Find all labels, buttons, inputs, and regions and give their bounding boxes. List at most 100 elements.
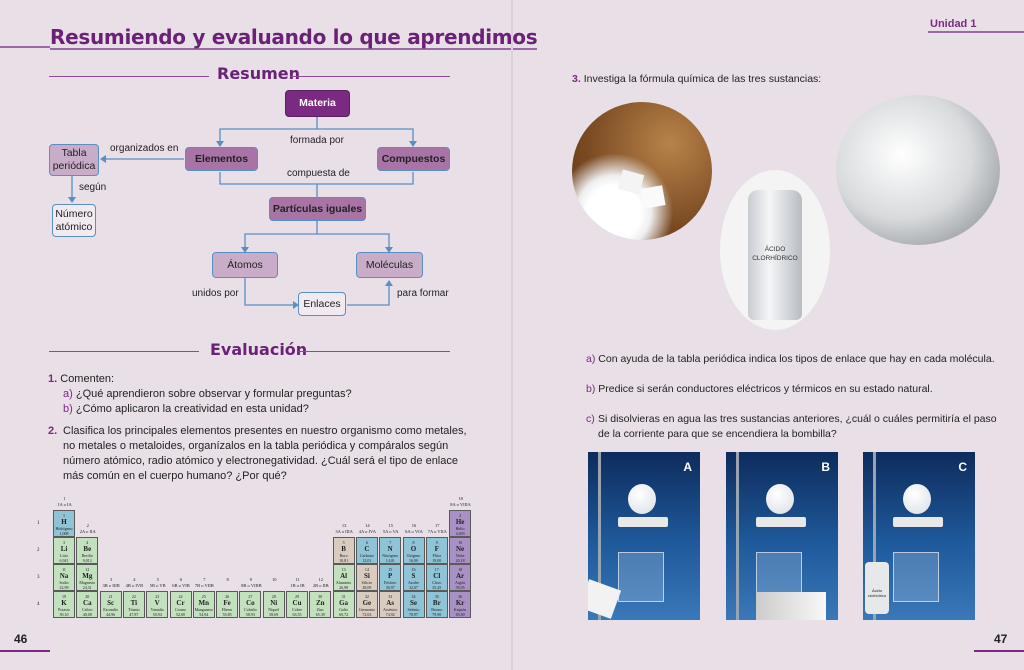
group-label: 5A o VA (382, 529, 399, 534)
atomic-mass: 78,97 (409, 612, 418, 617)
item-label: a) (63, 388, 73, 400)
node-particulas-iguales: Partículas iguales (269, 197, 366, 221)
element-symbol: C (364, 545, 370, 553)
item-label: b) (586, 383, 596, 395)
label-unidos-por: unidos por (192, 288, 239, 299)
element-symbol: Al (340, 572, 348, 580)
element-name: Neón (455, 553, 465, 558)
group-number: 10 (271, 577, 277, 582)
bottle (748, 190, 802, 320)
element-name: Escandio (103, 607, 118, 612)
element-name: Cobre (292, 607, 302, 612)
question-text: Clasifica los principales elementos pres… (63, 425, 467, 482)
aluminum-foil-photo (836, 95, 1000, 245)
group-label: 3A o IIIA (335, 529, 353, 534)
atomic-number: 20 (85, 594, 90, 599)
atomic-number: 35 (434, 594, 439, 599)
group-label: 7A o VIIA (427, 529, 447, 534)
group-number: 3 (109, 577, 113, 582)
bulb-base (618, 517, 668, 527)
title-rule (0, 46, 50, 48)
group-header: 10 (263, 577, 286, 583)
group-label: 5B o VB (149, 583, 166, 588)
atomic-number: 26 (225, 594, 230, 599)
period-number: 1 (37, 521, 40, 526)
bulb-base (893, 517, 943, 527)
atomic-number: 18 (458, 567, 463, 572)
element-name: Hidrógeno (55, 526, 73, 531)
element-symbol: H (61, 518, 67, 526)
group-number: 18 (458, 496, 463, 501)
atomic-number: 36 (458, 594, 463, 599)
question-3: 3. Investiga la fórmula química de las t… (572, 72, 821, 87)
item-label: b) (63, 403, 73, 415)
page-spine (511, 0, 513, 670)
atomic-mass: 79,90 (432, 612, 442, 617)
element-name: Hierro (221, 607, 233, 612)
item-text: Si disolvieras en agua las tres sustanci… (598, 413, 997, 440)
element-name: Fósforo (383, 580, 397, 585)
atomic-mass: 54,94 (199, 612, 209, 617)
element-symbol: P (388, 572, 393, 580)
group-label: 2A o IIA (79, 529, 96, 534)
element-symbol: F (434, 545, 439, 553)
page-number: 46 (14, 632, 28, 646)
element-name: Magnesio (79, 580, 96, 585)
divider (298, 351, 450, 352)
element-symbol: K (61, 599, 67, 607)
node-moleculas: Moléculas (356, 252, 423, 278)
light-bulb-icon (903, 484, 931, 514)
atomic-mass: 58,69 (269, 612, 279, 617)
element-name: Nitrógeno (382, 553, 399, 558)
atomic-mass: 19,00 (432, 558, 442, 563)
period-number: 3 (37, 575, 40, 580)
experiment-label: B (821, 460, 830, 474)
label-formada-por: formada por (290, 135, 344, 146)
stand-rod (873, 452, 876, 620)
atomic-mass: 72,63 (362, 612, 372, 617)
acid-bottle: Ácido clorhídrico (865, 562, 889, 614)
atomic-mass: 30,97 (385, 585, 395, 590)
element-name: Germanio (358, 607, 375, 612)
divider (49, 76, 209, 77)
atomic-number: 3 (63, 540, 65, 545)
atomic-mass: 74,92 (385, 612, 395, 617)
atomic-number: 12 (85, 567, 90, 572)
atomic-number: 10 (458, 540, 463, 545)
element-symbol: S (411, 572, 416, 580)
light-bulb-icon (766, 484, 794, 514)
atomic-number: 14 (364, 567, 369, 572)
element-name: Selenio (407, 607, 420, 612)
period-number: 2 (37, 548, 40, 553)
element-name: Titanio (128, 607, 140, 612)
acid-bottle-photo: ÁCIDO CLORHÍDRICO (720, 170, 830, 330)
atomic-mass: 10,81 (339, 558, 349, 563)
question-text: Comenten: (60, 373, 115, 385)
experiment-label: A (683, 460, 692, 474)
element-name: Bromo (431, 607, 443, 612)
atomic-mass: 12,01 (362, 558, 372, 563)
page-title: Resumiendo y evaluando lo que aprendimos (50, 25, 538, 50)
group-number: 1 (63, 496, 66, 501)
element-name: Cobalto (244, 607, 257, 612)
element-name: Litio (60, 553, 68, 558)
divider (49, 351, 199, 352)
